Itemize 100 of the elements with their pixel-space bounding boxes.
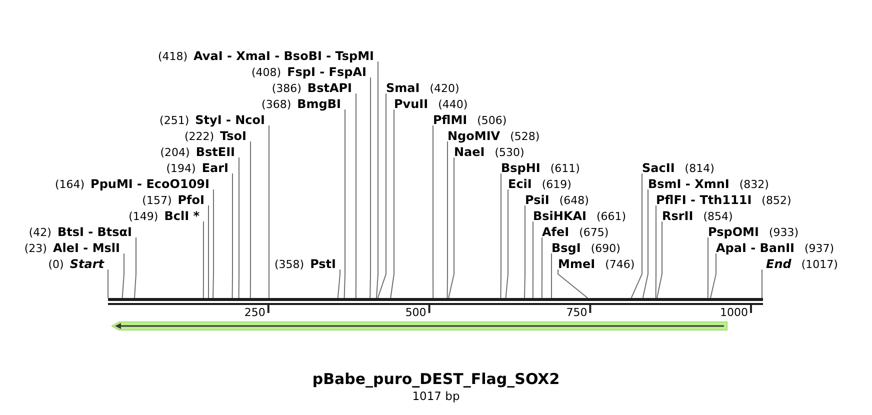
leader-line <box>500 173 502 298</box>
cut-position: (854) <box>703 210 733 222</box>
enzyme-name: EarI <box>202 160 228 174</box>
cut-position: (420) <box>430 82 460 94</box>
cut-position: (222) <box>184 130 214 142</box>
leader-line <box>238 157 240 298</box>
start-label: Start <box>70 256 104 270</box>
leader-line <box>122 253 124 298</box>
leader-line <box>208 205 209 298</box>
leader-line <box>377 93 386 298</box>
enzyme-name: PpuMI - EcoO109I <box>90 176 210 190</box>
enzyme-name: TsoI <box>220 128 246 142</box>
enzyme-name: MmeI <box>558 256 596 270</box>
scale-label: 750 <box>566 306 588 319</box>
cut-position: (408) <box>251 66 282 78</box>
enzyme-name: BstEII <box>196 144 235 158</box>
enzyme-name: AfeI <box>542 224 570 238</box>
leader-line <box>532 221 534 298</box>
end-position: (1017) <box>801 258 838 270</box>
cut-position: (23) <box>24 242 47 254</box>
enzyme-name: BclI * <box>164 208 200 222</box>
enzyme-name: PstI <box>310 256 336 270</box>
cut-position: (814) <box>684 162 714 174</box>
leader-line <box>541 237 542 298</box>
leader-line <box>250 141 251 298</box>
enzyme-name: SacII <box>642 160 675 174</box>
enzyme-name: PfoI <box>178 192 204 206</box>
end-label: End <box>766 256 792 270</box>
enzyme-name: FspI - FspAI <box>287 64 366 78</box>
cut-position: (149) <box>128 210 158 222</box>
cut-position: (937) <box>804 242 834 254</box>
leader-line <box>134 237 136 298</box>
enzyme-name: BsiHKAI <box>533 208 586 222</box>
title: pBabe_puro_DEST_Flag_SOX2 <box>312 370 560 388</box>
enzyme-name: PsiI <box>525 192 550 206</box>
cut-position: (832) <box>739 178 769 190</box>
scale-label: 1000 <box>720 306 748 319</box>
cut-position: (157) <box>142 194 172 206</box>
leader-line <box>212 189 214 298</box>
start-position: (0) <box>48 258 64 270</box>
enzyme-name: PvuII <box>394 96 428 110</box>
cut-position: (648) <box>559 194 589 206</box>
leader-line <box>355 93 356 298</box>
enzyme-name: BsgI <box>552 240 581 254</box>
cut-position: (42) <box>28 226 52 238</box>
cut-position: (418) <box>158 50 188 62</box>
leader-line <box>432 125 434 298</box>
leader-line <box>630 173 642 298</box>
leader-line <box>551 253 552 298</box>
cut-position: (675) <box>579 226 609 238</box>
cut-position: (358) <box>274 258 304 270</box>
leader-line <box>710 253 716 298</box>
cut-position: (368) <box>262 98 292 110</box>
enzyme-name: PspOMI <box>708 224 759 238</box>
leader-line <box>337 269 340 298</box>
leader-line <box>370 77 371 298</box>
enzyme-name: RsrII <box>662 208 694 222</box>
leader-line <box>656 221 662 298</box>
leader-line <box>232 173 233 298</box>
cut-position: (852) <box>762 194 792 206</box>
leader-line <box>448 157 454 298</box>
leader-line <box>505 189 508 298</box>
enzyme-name: EciI <box>508 176 532 190</box>
scale-label: 500 <box>405 306 426 319</box>
leader-line <box>642 189 648 298</box>
cut-position: (746) <box>605 258 635 270</box>
leader-line <box>655 205 656 298</box>
enzyme-name: PflFI - Tth111I <box>656 192 752 206</box>
cut-position: (194) <box>166 162 196 174</box>
dna-backbone <box>108 298 763 305</box>
enzyme-name: BstAPI <box>307 80 352 94</box>
enzyme-name: BtsI - BtsαI <box>57 224 132 238</box>
cut-position: (164) <box>54 178 85 190</box>
enzyme-name: AleI - MslI <box>52 240 120 254</box>
leader-line <box>524 205 526 298</box>
cut-position: (204) <box>160 146 190 158</box>
enzyme-name: PflMI <box>433 112 468 126</box>
leader-line <box>268 125 270 298</box>
leader-line <box>376 61 378 298</box>
leader-line <box>390 109 394 298</box>
leader-line <box>446 141 448 298</box>
cut-position: (661) <box>596 210 626 222</box>
enzyme-name: BmgBI <box>297 96 341 110</box>
enzyme-name: ApaI - BanII <box>716 240 794 254</box>
leader-line <box>202 221 204 298</box>
enzyme-name: NaeI <box>454 144 485 158</box>
enzyme-name: BsmI - XmnI <box>648 176 730 190</box>
cut-position: (619) <box>542 178 572 190</box>
scale-label: 250 <box>244 306 266 319</box>
cut-position: (611) <box>550 162 580 174</box>
leader-line <box>558 269 588 298</box>
caption: 1017 bp <box>412 389 460 404</box>
cut-position: (440) <box>438 98 468 110</box>
cut-position: (528) <box>510 130 540 142</box>
leader-line <box>707 237 708 298</box>
cut-position: (251) <box>160 114 190 126</box>
cut-position: (530) <box>494 146 524 158</box>
enzyme-name: StyI - NcoI <box>195 112 265 126</box>
enzyme-name: BspHI <box>501 160 540 174</box>
cut-position: (690) <box>590 242 620 254</box>
